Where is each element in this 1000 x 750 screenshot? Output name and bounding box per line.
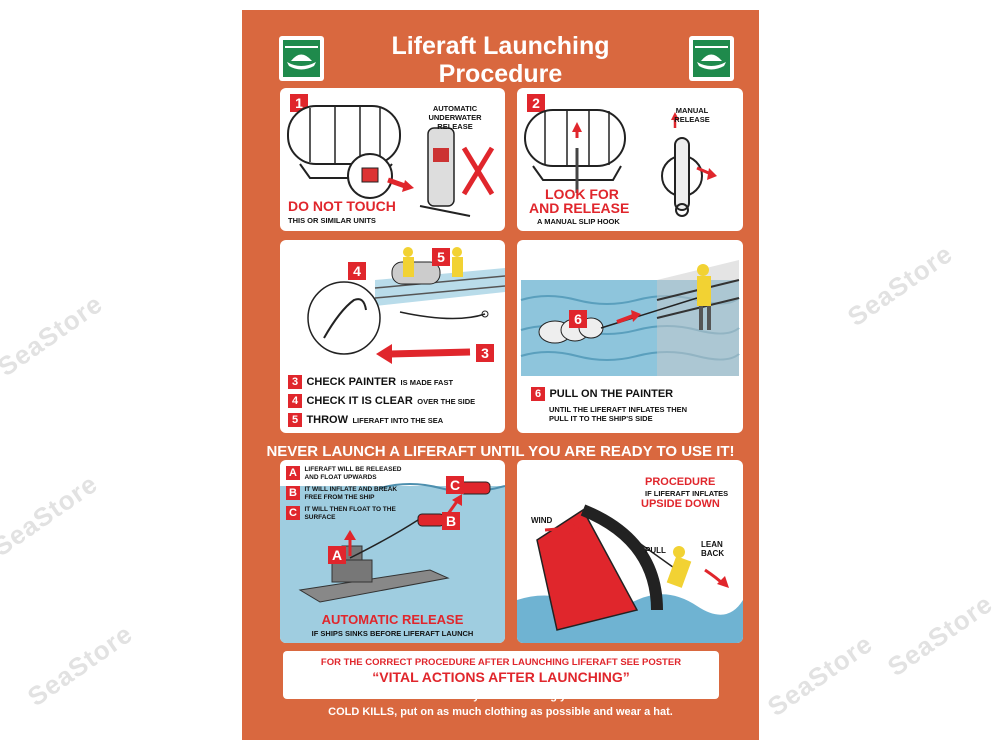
step-main: CHECK IT IS CLEAR [306,395,413,407]
action-text-line2: AND RELEASE [529,200,630,216]
step-main: THROW [306,414,348,426]
poster-title-line1: Liferaft Launching [391,32,610,60]
poster-title-line2: Procedure [438,60,563,88]
watermark: SeaStore [0,468,104,563]
release-label: MANUAL RELEASE [674,106,710,124]
step-letter: B [286,486,300,500]
step-number: 4 [288,394,302,408]
step-row: 4 CHECK IT IS CLEAR OVER THE SIDE [288,391,475,410]
release-steps: A LIFERAFT WILL BE RELEASED AND FLOAT UP… [286,466,401,526]
watermark: SeaStore [882,588,999,683]
poster-reference-box: FOR THE CORRECT PROCEDURE AFTER LAUNCHIN… [283,651,719,699]
release-step-text1: LIFERAFT WILL BE RELEASED [304,466,402,473]
step-badge: 3 [476,344,494,362]
step-row: 3 CHECK PAINTER IS MADE FAST [288,372,475,391]
release-step-text2: FREE FROM THE SHIP [304,494,375,501]
righting-liferaft-illustration [517,504,743,643]
step-rest-line2: PULL IT TO THE SHIP'S SIDE [549,414,653,423]
lean-label-1: LEAN [701,540,723,549]
stage-label: B [442,512,460,530]
liferaft-logo-left [279,36,324,81]
warning-text: DO NOT TOUCH [288,198,396,214]
action-sub: A MANUAL SLIP HOOK [537,217,620,226]
release-step-text2: SURFACE [304,514,336,521]
automatic-release-illustration [280,481,505,643]
canister-slip-hook-illustration [524,109,717,217]
step-list: 3 CHECK PAINTER IS MADE FAST 4 CHECK IT … [288,372,475,429]
step-rest: LIFERAFT INTO THE SEA [352,416,444,425]
release-step-row: A LIFERAFT WILL BE RELEASED AND FLOAT UP… [286,466,401,486]
watermark: SeaStore [762,628,879,723]
release-step-text1: IT WILL THEN FLOAT TO THE [304,506,396,513]
step-number: 5 [288,413,302,427]
panel-steps-3-5: 4 5 3 3 CHECK PAINTER IS MADE FAST 4 CHE… [280,240,505,433]
step-letter: A [286,466,300,480]
panel-upside-down: PROCEDURE IF LIFERAFT INFLATES UPSIDE DO… [517,460,743,643]
watermark: SeaStore [0,288,109,383]
stage-label: A [328,546,346,564]
canister-illustration [287,105,495,217]
watermark: SeaStore [842,238,959,333]
panel-step-6: 6 6 PULL ON THE PAINTER UNTIL THE LIFERA… [517,240,743,433]
stage-label: C [446,476,464,494]
action-text-line1: LOOK FOR [545,186,619,202]
release-step-row: B IT WILL INFLATE AND BREAK FREE FROM TH… [286,486,401,506]
step-badge: 4 [348,262,366,280]
step-number: 6 [531,387,545,401]
release-step-text1: IT WILL INFLATE AND BREAK [304,486,398,493]
wind-label: WIND [531,516,553,525]
automatic-release-title: AUTOMATIC RELEASE [321,612,464,627]
pull-painter-illustration [520,260,740,376]
watermark: SeaStore [22,618,139,713]
panel-step-2: 2 MANUAL RELEASE LOOK FOR AND RELEASE A … [517,88,743,231]
reference-line2: “VITAL ACTIONS AFTER LAUNCHING” [372,669,630,685]
step-number: 3 [288,375,302,389]
be-prepared-line: BE PREPARED : Ensure you are wearing you… [344,690,657,702]
step-row: 5 THROW LIFERAFT INTO THE SEA [288,410,475,429]
release-step-row: C IT WILL THEN FLOAT TO THE SURFACE [286,506,401,526]
liferaft-logo-right [689,36,734,81]
procedure-sub: IF LIFERAFT INFLATES [645,489,729,498]
step-number: 2 [527,94,545,112]
warning-banner: NEVER LAUNCH A LIFERAFT UNTIL YOU ARE RE… [266,443,735,460]
step-rest: OVER THE SIDE [417,397,476,406]
cold-kills-line: COLD KILLS, put on as much clothing as p… [328,706,673,718]
procedure-heading-2: UPSIDE DOWN [641,498,720,510]
step-rest-line1: UNTIL THE LIFERAFT INFLATES THEN [549,405,688,414]
panel-step-1: 1 AUTOMATIC UNDERWATER RELEASE DO NOT TO… [280,88,505,231]
lean-label-2: BACK [701,549,725,558]
panel-automatic-release: A LIFERAFT WILL BE RELEASED AND FLOAT UP… [280,460,505,643]
step-6-text: 6 PULL ON THE PAINTER UNTIL THE LIFERAFT… [531,384,687,423]
throw-liferaft-illustration [307,247,505,364]
liferaft-icon [695,46,728,70]
warning-sub: THIS OR SIMILAR UNITS [288,216,376,225]
release-step-text2: AND FLOAT UPWARDS [304,474,377,481]
step-main: CHECK PAINTER [306,376,397,388]
poster: Liferaft Launching Procedure 1 AUTOMATIC… [242,10,759,740]
step-main: PULL ON THE PAINTER [549,388,674,400]
release-label: AUTOMATIC UNDERWATER RELEASE [428,104,482,131]
liferaft-icon [285,46,318,70]
pull-label: PULL [645,546,666,555]
step-badge: 6 [569,310,587,328]
step-number: 1 [290,94,308,112]
step-badge: 5 [432,248,450,266]
automatic-release-sub: IF SHIPS SINKS BEFORE LIFERAFT LAUNCH [311,629,474,638]
procedure-heading: PROCEDURE [645,476,716,488]
step-rest: IS MADE FAST [400,378,454,387]
step-letter: C [286,506,300,520]
reference-line1: FOR THE CORRECT PROCEDURE AFTER LAUNCHIN… [320,657,682,668]
